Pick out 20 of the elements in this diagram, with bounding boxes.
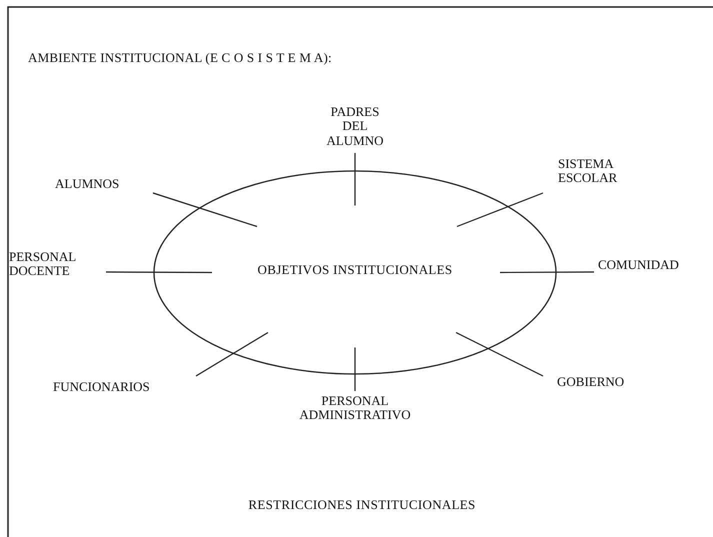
connector-line [354, 153, 356, 206]
stakeholder-label: PERSONAL ADMINISTRATIVO [298, 394, 412, 423]
stakeholder-label: COMUNIDAD [598, 258, 680, 272]
stakeholder-label: PADRES DEL ALUMNO [325, 105, 385, 148]
connector-line [456, 192, 544, 228]
connector-line [106, 271, 212, 274]
connector-line [152, 192, 258, 228]
ellipse-shape [153, 170, 557, 375]
connector-line [456, 332, 544, 377]
connector-line [196, 332, 268, 377]
footer-label: RESTRICCIONES INSTITUCIONALES [247, 497, 477, 513]
stakeholder-label: PERSONAL DOCENTE [9, 250, 77, 279]
stakeholder-label: SISTEMA ESCOLAR [558, 157, 618, 186]
connector-line [500, 271, 594, 274]
stakeholder-label: ALUMNOS [55, 177, 120, 192]
connector-line [354, 348, 356, 391]
stakeholder-label: GOBIERNO [557, 375, 626, 390]
center-label: OBJETIVOS INSTITUCIONALES [256, 262, 454, 277]
stakeholder-label: FUNCIONARIOS [53, 380, 151, 394]
diagram-title: AMBIENTE INSTITUCIONAL (E C O S I S T E M A): [28, 50, 332, 66]
